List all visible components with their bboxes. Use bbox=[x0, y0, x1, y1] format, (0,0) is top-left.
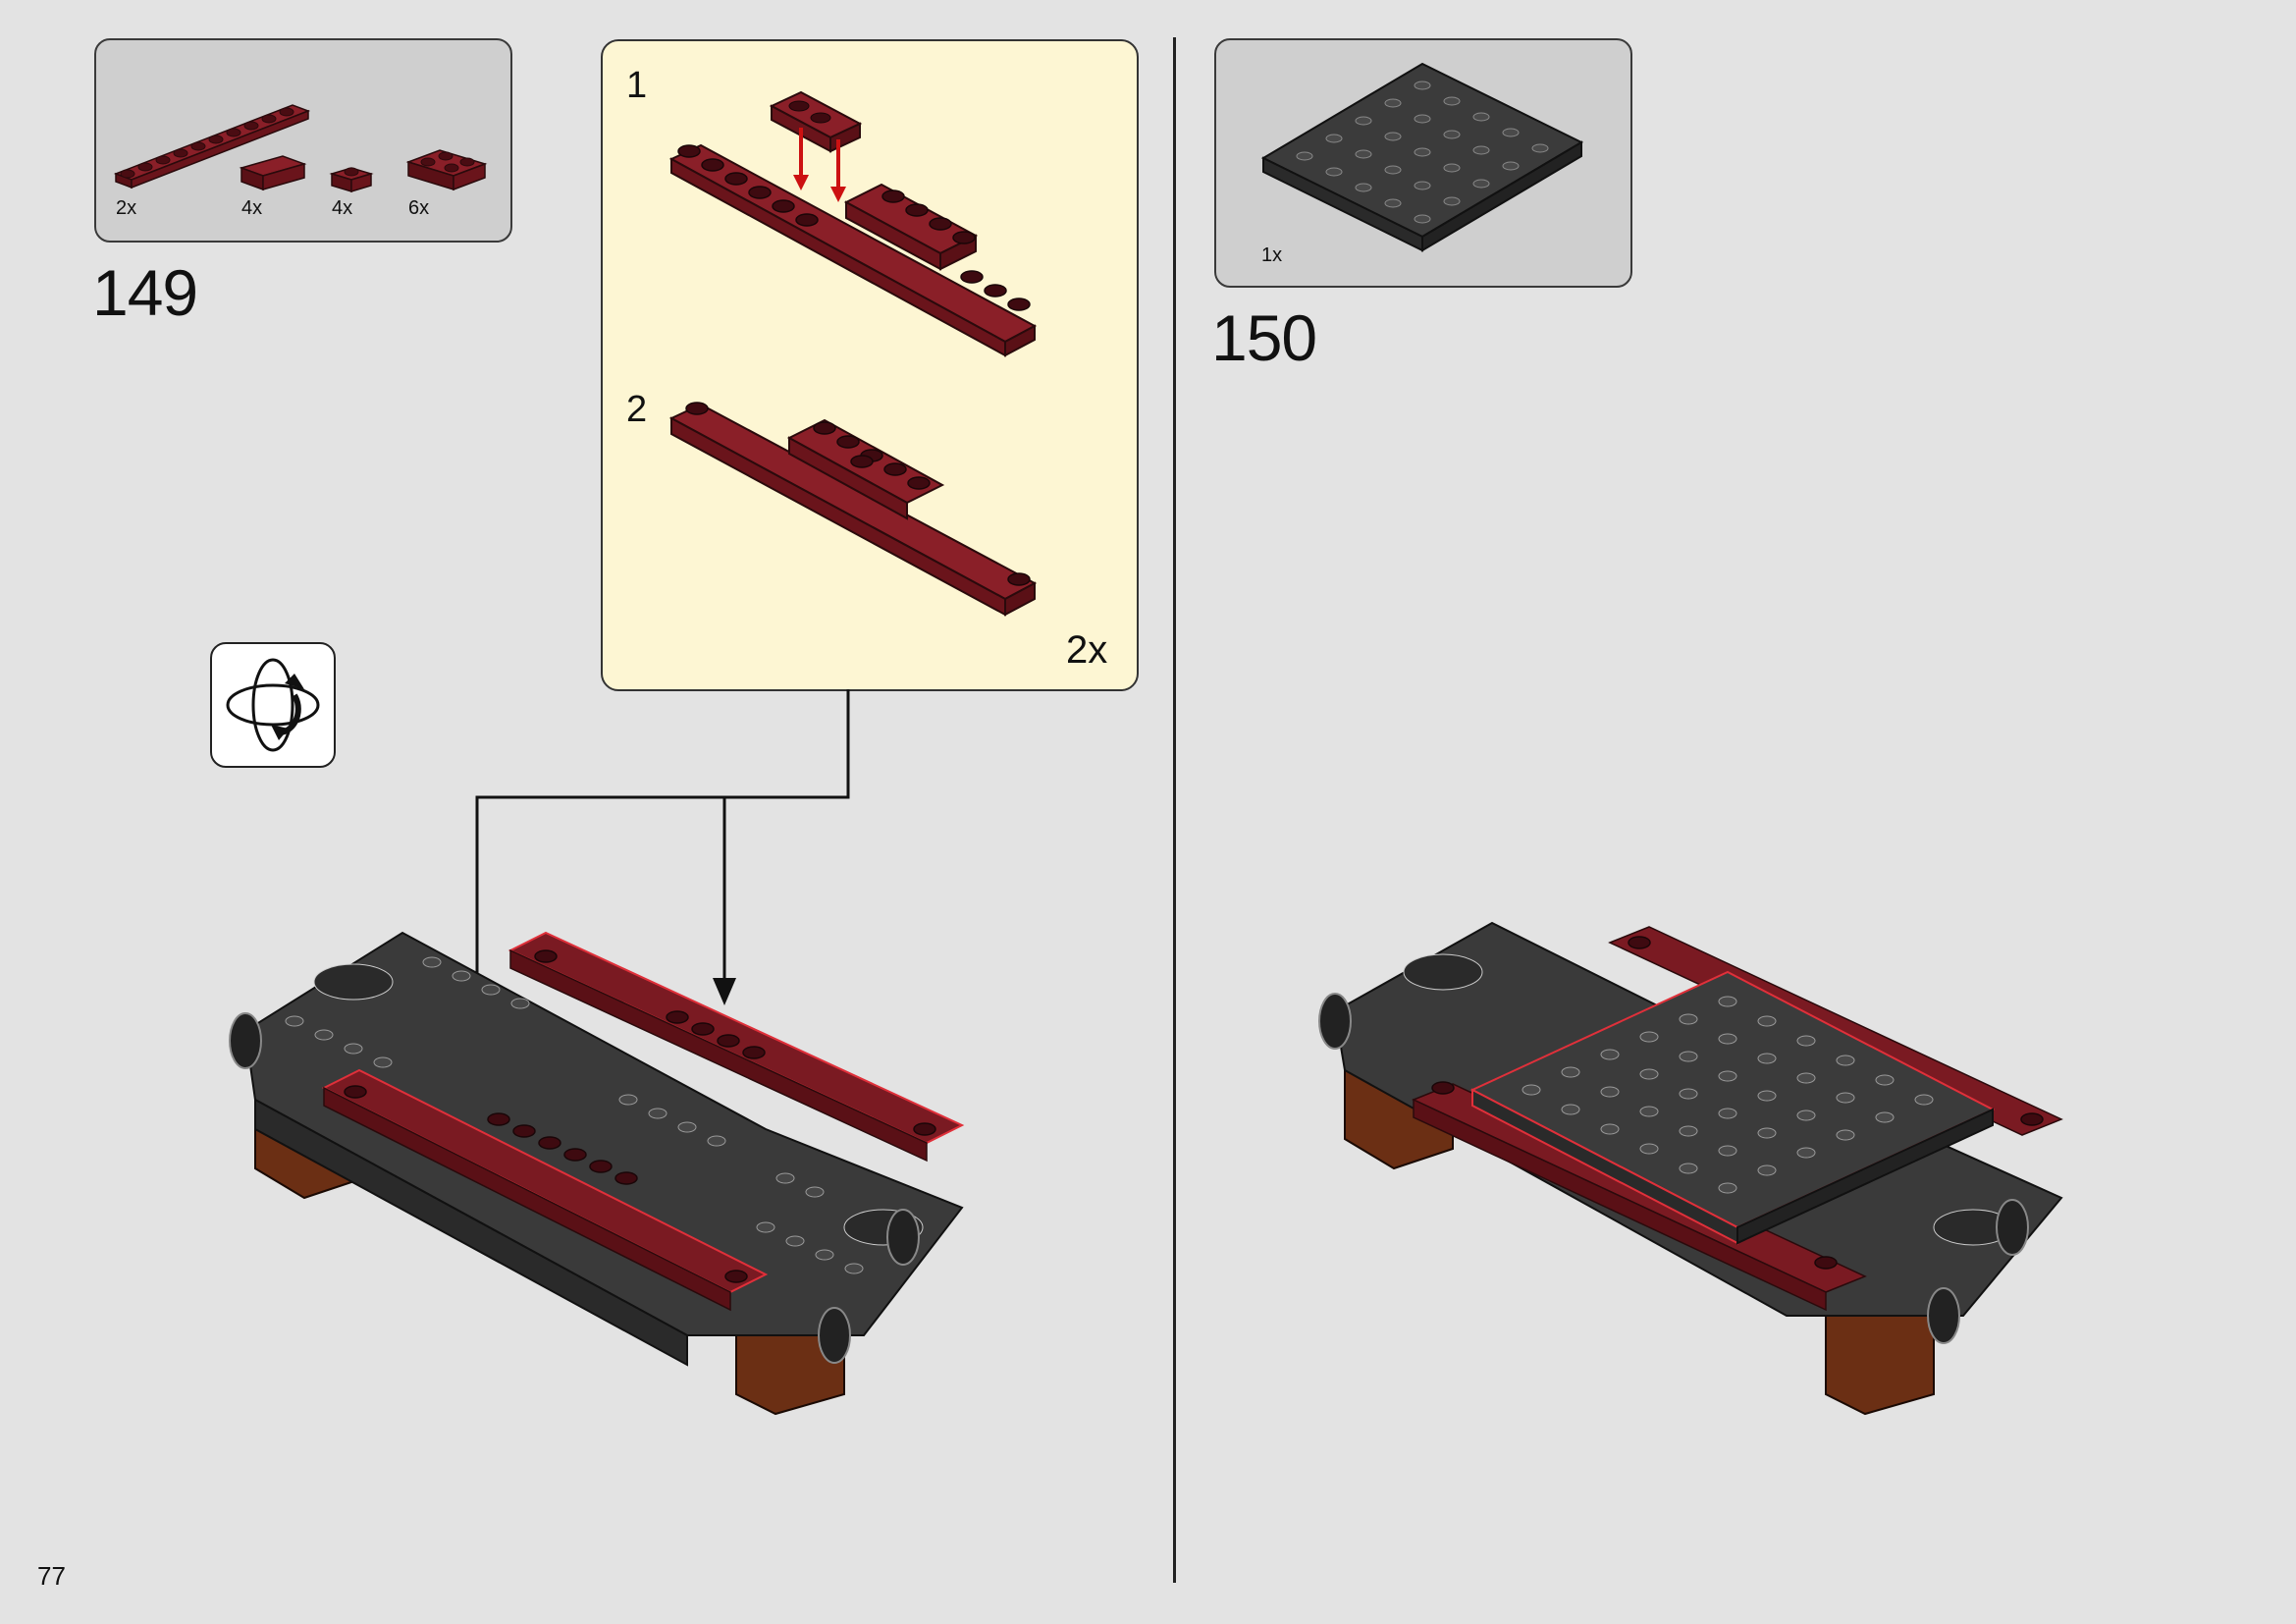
substep-number-2: 2 bbox=[626, 389, 648, 430]
red-arrows bbox=[793, 128, 846, 202]
part-plate-1x1 bbox=[329, 167, 374, 193]
substep-number-1: 1 bbox=[626, 65, 648, 106]
parts-illustration-150 bbox=[1260, 62, 1584, 252]
new-plate-6x10 bbox=[1431, 936, 2044, 1270]
part-count-1: 2x bbox=[116, 197, 137, 219]
part-count-2: 4x bbox=[241, 197, 263, 219]
sub-assembly-illustration bbox=[668, 90, 1038, 617]
part-count-150-1: 1x bbox=[1261, 244, 1283, 266]
rotate-icon bbox=[226, 658, 320, 752]
page-number: 77 bbox=[37, 1561, 66, 1591]
part-plate-1x2 bbox=[239, 155, 307, 191]
step-number-150: 150 bbox=[1211, 301, 1317, 374]
red-beams bbox=[321, 931, 965, 1312]
multiplier-label: 2x bbox=[1066, 628, 1108, 672]
substep-2-assembly bbox=[668, 402, 1038, 617]
model-illustration-149 bbox=[229, 931, 965, 1416]
parts-list-150: 1x bbox=[1214, 38, 1632, 288]
rotate-model-box bbox=[210, 642, 336, 768]
part-plate-6x10 bbox=[1260, 62, 1584, 252]
gray-chassis bbox=[229, 931, 964, 1367]
column-divider bbox=[1173, 37, 1176, 1583]
model-illustration-150 bbox=[1318, 921, 2063, 1416]
part-plate-1x10 bbox=[113, 104, 311, 189]
part-count-3: 4x bbox=[332, 197, 353, 219]
sub-assembly-callout: 1 2 2x bbox=[601, 39, 1139, 691]
parts-list-149: 2x 4x 4x 6x bbox=[94, 38, 512, 243]
part-count-4: 6x bbox=[408, 197, 430, 219]
parts-illustration-149 bbox=[113, 104, 488, 193]
substep-1-assembly bbox=[668, 90, 1038, 357]
part-plate-2x2 bbox=[405, 149, 488, 191]
step-number-149: 149 bbox=[92, 256, 198, 329]
